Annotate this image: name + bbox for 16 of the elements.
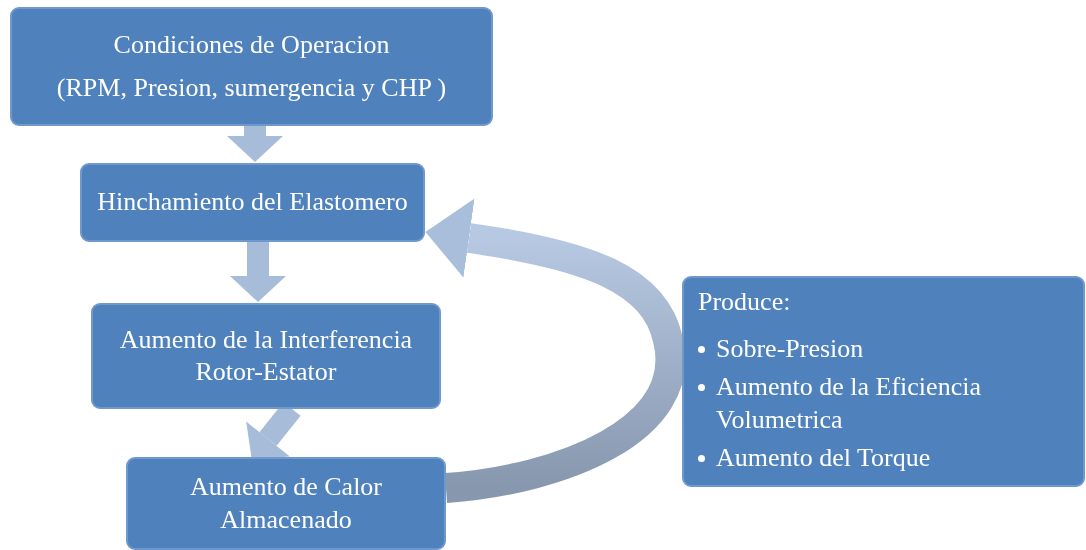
bullet-text: Sobre-Presion — [716, 332, 864, 365]
result-box — [682, 276, 1085, 487]
process-box — [80, 163, 425, 242]
process-box — [91, 303, 441, 409]
block-arrow — [230, 242, 286, 302]
bullet-text: Aumento del Torque — [716, 442, 931, 474]
process-box — [10, 7, 493, 126]
block-arrow — [227, 126, 283, 162]
box-text: (RPM, Presion, sumergencia y CHP ) — [56, 71, 447, 104]
box-text: Aumento de la Interferencia Rotor-Estator — [118, 323, 414, 388]
process-box — [126, 457, 446, 550]
box-text: Aumento de Calor Almacenado — [188, 471, 384, 536]
bullet-text: Aumento de la Eficiencia Volumetrica — [716, 371, 982, 436]
box-text: Hinchamiento del Elastomero — [97, 186, 408, 219]
box-heading: Produce: — [698, 286, 791, 318]
box-heading: Condiciones de Operacion — [113, 29, 390, 61]
